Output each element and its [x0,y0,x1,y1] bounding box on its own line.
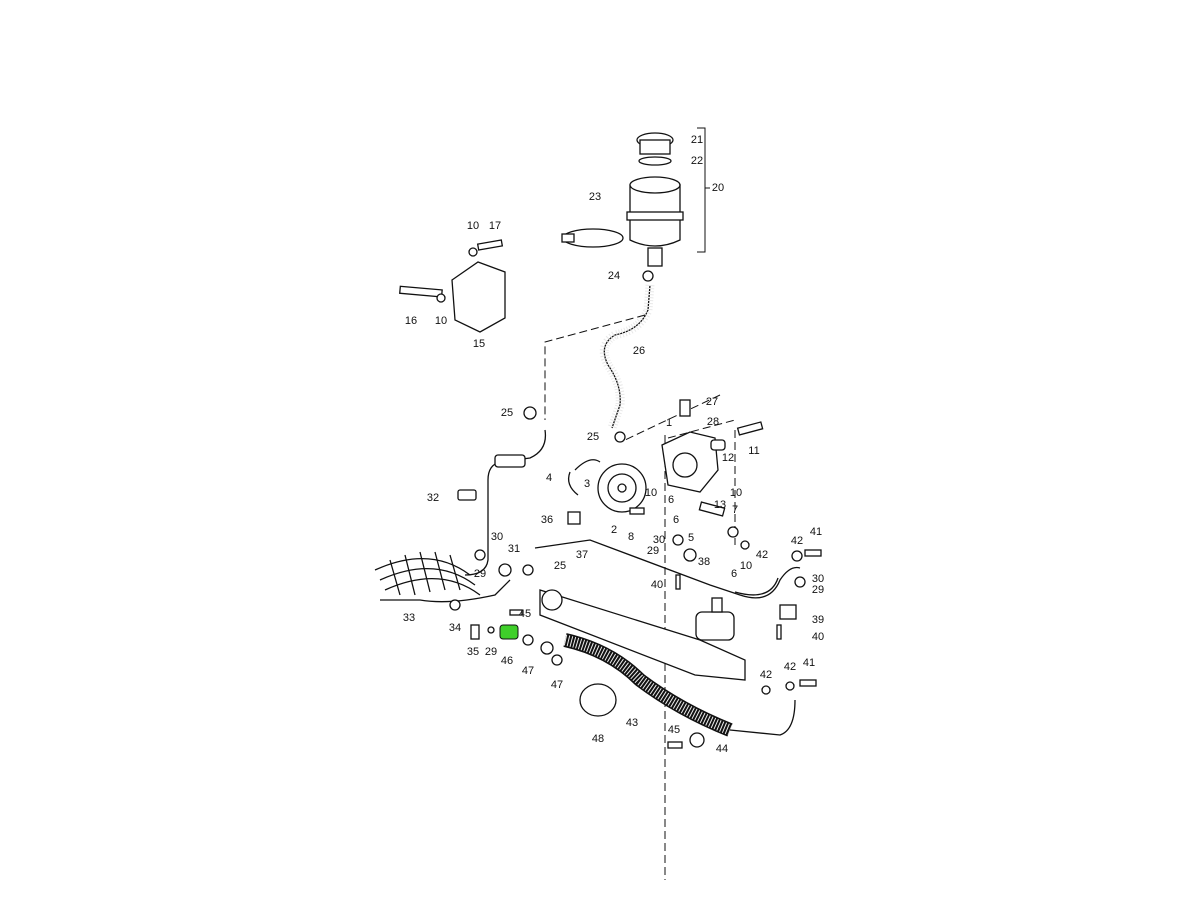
steering-rack[interactable] [539,589,746,681]
part-label-41[interactable]: 41 [810,526,822,538]
part-label-10[interactable]: 10 [740,560,752,572]
part-label-29[interactable]: 29 [647,545,659,557]
part-label-2[interactable]: 2 [611,524,617,536]
fittings [449,270,822,749]
part-label-10[interactable]: 10 [467,220,479,232]
part-label-34[interactable]: 34 [449,622,461,634]
oil-cooler-33[interactable] [374,551,511,603]
part-label-4[interactable]: 4 [546,472,552,484]
part-label-40[interactable]: 40 [651,579,663,591]
hose-clamp-23[interactable] [561,228,624,248]
hose-clamp-48[interactable] [579,683,617,717]
part-label-46[interactable]: 46 [501,655,513,667]
part-label-41[interactable]: 41 [803,657,815,669]
part-label-22[interactable]: 22 [691,155,703,167]
part-label-42[interactable]: 42 [756,549,768,561]
part-label-42[interactable]: 42 [791,535,803,547]
part-label-48[interactable]: 48 [592,733,604,745]
part-label-40[interactable]: 40 [812,631,824,643]
part-label-38[interactable]: 38 [698,556,710,568]
part-label-26[interactable]: 26 [633,345,645,357]
part-label-30[interactable]: 30 [653,534,665,546]
part-label-10[interactable]: 10 [730,487,742,499]
part-label-30[interactable]: 30 [491,531,503,543]
hose-4[interactable] [574,459,601,471]
part-label-29[interactable]: 29 [812,584,824,596]
bracket-15[interactable] [399,239,506,333]
part-label-36[interactable]: 36 [541,514,553,526]
part-label-47[interactable]: 47 [522,665,534,677]
part-label-8[interactable]: 8 [628,531,634,543]
part-label-28[interactable]: 28 [707,416,719,428]
part-label-17[interactable]: 17 [489,220,501,232]
part-label-23[interactable]: 23 [589,191,601,203]
part-label-45[interactable]: 45 [668,724,680,736]
part-label-37[interactable]: 37 [576,549,588,561]
part-label-20[interactable]: 20 [712,182,724,194]
part-label-39[interactable]: 39 [812,614,824,626]
part-label-24[interactable]: 24 [608,270,620,282]
part-label-21[interactable]: 21 [691,134,703,146]
power-steering-pump[interactable] [597,431,719,513]
part-label-7[interactable]: 7 [732,504,738,516]
part-label-10[interactable]: 10 [645,487,657,499]
part-label-5[interactable]: 5 [688,532,694,544]
part-label-47[interactable]: 47 [551,679,563,691]
part-label-45[interactable]: 45 [519,608,531,620]
part-label-12[interactable]: 12 [722,452,734,464]
part-label-3[interactable]: 3 [584,478,590,490]
part-label-42[interactable]: 42 [760,669,772,681]
part-label-25[interactable]: 25 [554,560,566,572]
part-label-1[interactable]: 1 [666,417,672,429]
part-label-13[interactable]: 13 [714,499,726,511]
part-label-16[interactable]: 16 [405,315,417,327]
hose-fitting[interactable] [494,454,526,468]
part-label-31[interactable]: 31 [508,543,520,555]
part-label-35[interactable]: 35 [467,646,479,658]
part-label-10[interactable]: 10 [435,315,447,327]
part-label-25[interactable]: 25 [501,407,513,419]
part-label-33[interactable]: 33 [403,612,415,624]
highlighted-part-46[interactable] [499,624,519,640]
part-label-42[interactable]: 42 [784,661,796,673]
part-label-15[interactable]: 15 [473,338,485,350]
part-label-29[interactable]: 29 [474,568,486,580]
part-label-44[interactable]: 44 [716,743,728,755]
part-label-11[interactable]: 11 [748,445,759,457]
part-label-27[interactable]: 27 [706,396,718,408]
part-label-29[interactable]: 29 [485,646,497,658]
reservoir[interactable] [626,127,710,267]
part-label-6[interactable]: 6 [673,514,679,526]
part-label-32[interactable]: 32 [427,492,439,504]
part-label-25[interactable]: 25 [587,431,599,443]
part-label-30[interactable]: 30 [812,573,824,585]
part-label-6[interactable]: 6 [668,494,674,506]
part-label-43[interactable]: 43 [626,717,638,729]
part-label-6[interactable]: 6 [731,568,737,580]
